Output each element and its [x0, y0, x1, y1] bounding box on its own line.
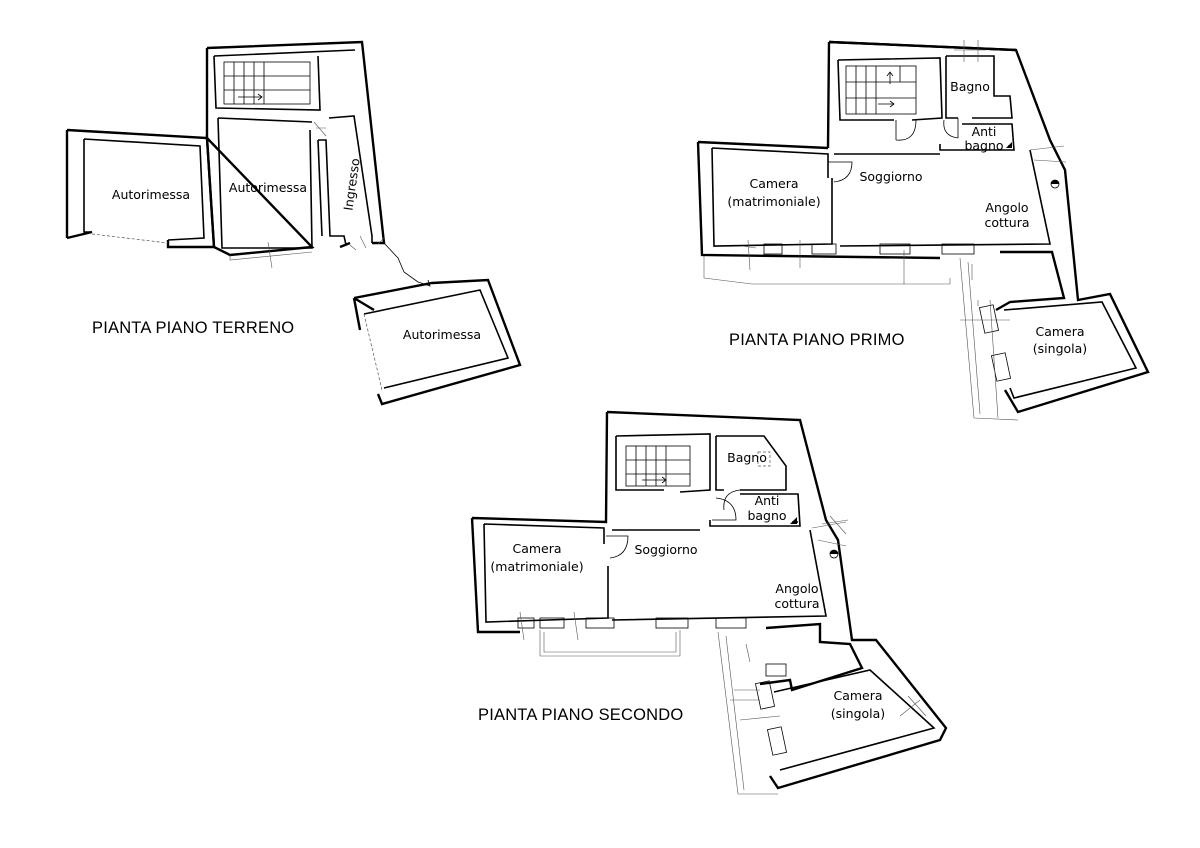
first-room-label-antibagno-1: Anti [972, 124, 997, 139]
ingresso-partition-wall [317, 139, 347, 246]
second-balcony-rail [519, 611, 681, 657]
second-bagno-wall [715, 435, 787, 491]
first-room-label-angolo-cottura-2: cottura [984, 215, 1029, 230]
room-label-autorimessa-center: Autorimessa [229, 180, 307, 195]
first-room-label-antibagno-2: bagno [964, 138, 1003, 153]
first-floor-upper-block [826, 40, 1017, 149]
first-top-window-ticks [954, 40, 986, 62]
second-staircase [625, 445, 691, 487]
room-label-ingresso: Ingresso [340, 157, 362, 211]
title-pianta-piano-secondo: PIANTA PIANO SECONDO [478, 706, 683, 724]
ground-facade-line [229, 244, 357, 261]
first-room-label-camera-singola-1: Camera [1035, 324, 1084, 339]
room-label-autorimessa-left: Autorimessa [112, 187, 190, 202]
second-room-label-angolo-cottura-1: Angolo [775, 581, 818, 596]
first-room-label-camera-matrimoniale-2: (matrimoniale) [727, 194, 820, 209]
second-antibagno-shaft-marker [790, 517, 797, 524]
ground-stair-room-wall [213, 49, 356, 111]
second-room-label-bagno: Bagno [727, 450, 767, 465]
first-camera-matrimoniale-wall [711, 147, 833, 247]
first-chimney-marks [1029, 145, 1067, 163]
second-floor-outer-wall [470, 410, 948, 790]
first-camera-door-arc [828, 161, 853, 183]
second-room-label-camera-singola-2: (singola) [831, 706, 885, 721]
second-floor-plan: Bagno Anti bagno Camera (matrimoniale) S… [470, 410, 948, 795]
second-room-label-soggiorno: Soggiorno [634, 542, 697, 557]
second-camera-matrimoniale-wall [483, 523, 609, 623]
first-camera-singola-wall [1003, 301, 1138, 399]
first-room-label-angolo-cottura-1: Angolo [985, 200, 1028, 215]
garage-left-inner-wall [83, 138, 205, 241]
ground-central-outer-wall [205, 40, 386, 257]
second-room-label-camera-matrimoniale-1: Camera [512, 541, 561, 556]
garage-detached-door-opening [363, 313, 383, 391]
first-antibagno-shaft-marker [1006, 142, 1012, 148]
second-room-label-angolo-cottura-2: cottura [774, 596, 819, 611]
garage-detached-inner-wall [363, 289, 510, 389]
second-camera-singola-windows [754, 663, 788, 756]
ground-window-marks [267, 121, 385, 269]
second-bagno-shower [757, 451, 771, 467]
first-floor-outer-wall [696, 40, 1150, 414]
second-soggiorno-wall [611, 529, 827, 621]
first-side-balcony [959, 257, 1019, 421]
second-room-label-camera-matrimoniale-2: (matrimoniale) [490, 559, 583, 574]
garage-center-inner-wall [217, 117, 313, 249]
first-room-label-bagno: Bagno [950, 79, 990, 94]
first-staircase [845, 65, 917, 141]
second-room-label-camera-singola-1: Camera [833, 688, 882, 703]
second-stair-room-wall [615, 433, 711, 493]
second-room-label-antibagno-1: Anti [755, 493, 780, 508]
title-pianta-piano-primo: PIANTA PIANO PRIMO [729, 331, 905, 349]
second-room-label-antibagno-2: bagno [747, 508, 786, 523]
first-stair-room-wall [837, 57, 943, 121]
ground-staircase [223, 61, 311, 105]
first-camera-singola-windows [978, 304, 1012, 382]
first-room-label-soggiorno: Soggiorno [859, 169, 922, 184]
first-floor-plan: Bagno Anti bagno Camera (matrimoniale) S… [696, 40, 1150, 421]
ground-boundary-line [383, 242, 431, 287]
second-windows-bottom [517, 617, 747, 629]
room-label-autorimessa-detached: Autorimessa [403, 327, 481, 342]
second-bagno-door-arc [723, 489, 741, 511]
second-side-balcony [717, 631, 927, 795]
first-bagno-wall [945, 55, 1013, 119]
first-balcony-rail [703, 239, 951, 285]
second-camera-door-arc [606, 535, 629, 559]
title-pianta-piano-terreno: PIANTA PIANO TERRENO [92, 319, 294, 337]
garage-detached-outer-wall [352, 278, 522, 406]
first-room-label-camera-singola-2: (singola) [1033, 341, 1087, 356]
first-soggiorno-wall [834, 149, 1051, 247]
ground-floor-plan: Autorimessa Autorimessa Ingresso Autorim… [65, 40, 522, 406]
second-side-window-ticks [821, 515, 849, 535]
ingresso-inner-wall [328, 115, 373, 243]
second-chimney-marks [811, 521, 847, 547]
second-camera-singola-wall [773, 669, 936, 771]
first-room-label-camera-matrimoniale-1: Camera [749, 176, 798, 191]
first-bagno-door-arc [943, 118, 959, 139]
first-windows-bottom [763, 243, 975, 255]
garage-left-door-opening [91, 233, 169, 244]
